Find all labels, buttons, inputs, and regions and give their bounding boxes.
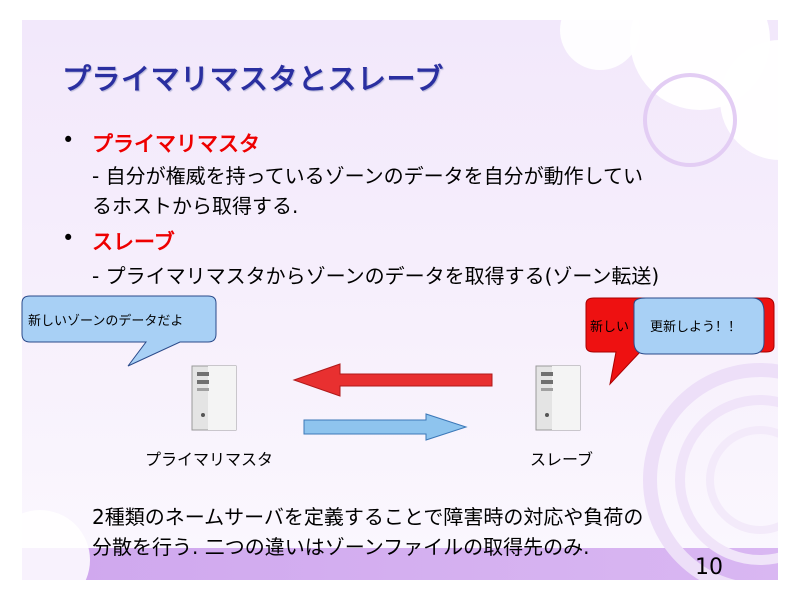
slave-bubble-front-text: 更新しよう！！: [650, 319, 741, 335]
bullet-sub-slave: - プライマリマスタからゾーンのデータを取得する(ゾーン転送): [92, 264, 660, 288]
bottom-band: [22, 548, 778, 580]
primary-speech-bubble: 新しいゾーンのデータだよ: [21, 295, 217, 367]
summary-text: 2種類のネームサーバを定義することで障害時の対応や負荷の 分散を行う. 二つの違…: [92, 502, 643, 562]
slave-server-label: スレーブ: [530, 450, 594, 469]
bullet-head-slave: スレーブ: [92, 230, 175, 254]
slave-speech-bubble-front: 更新しよう！！: [633, 297, 765, 355]
arrow-right-blue: [303, 413, 468, 441]
summary-line1: 2種類のネームサーバを定義することで障害時の対応や負荷の: [92, 505, 644, 529]
bullet-dot: •: [62, 226, 75, 250]
primary-server-icon: [191, 365, 237, 431]
arrow-left-red: [292, 363, 493, 397]
slave-bubble-back-text: 新しい: [590, 319, 629, 335]
summary-line2: 分散を行う. 二つの違いはゾーンファイルの取得先のみ.: [92, 535, 590, 559]
primary-bubble-text: 新しいゾーンのデータだよ: [28, 313, 183, 329]
bullet-sub-primary-line1: - 自分が権威を持っているゾーンのデータを自分が動作してい: [92, 164, 643, 188]
bullet-head-primary: プライマリマスタ: [92, 132, 260, 156]
slave-server-icon: [535, 365, 581, 431]
bullet-sub-primary-line2: るホストから取得する.: [92, 194, 299, 218]
bullet-dot: •: [62, 128, 75, 152]
slide-title: プライマリマスタとスレーブ: [62, 62, 444, 96]
primary-server-label: プライマリマスタ: [145, 450, 274, 469]
page-number: 10: [695, 555, 723, 580]
